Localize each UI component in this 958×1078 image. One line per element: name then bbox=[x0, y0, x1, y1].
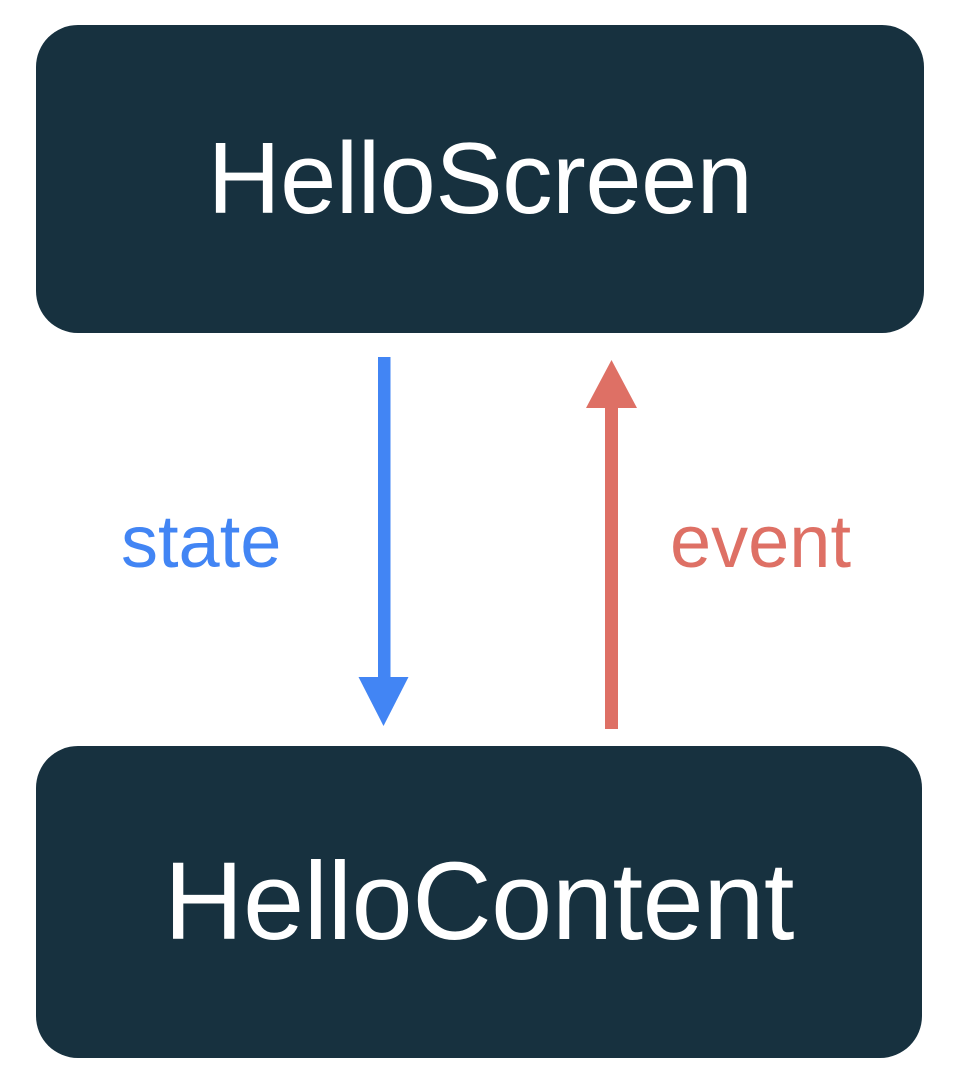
edge-state-arrowhead-icon bbox=[358, 677, 409, 726]
edge-state-shaft bbox=[378, 357, 391, 679]
node-hello-screen[interactable]: HelloScreen bbox=[36, 25, 924, 333]
edge-event-arrow bbox=[586, 360, 637, 729]
edge-label-event: event bbox=[670, 500, 852, 583]
edge-state-arrow bbox=[358, 357, 409, 726]
node-hello-screen-label: HelloScreen bbox=[207, 122, 753, 235]
edge-event-arrowhead-icon bbox=[586, 360, 637, 408]
node-hello-content[interactable]: HelloContent bbox=[36, 746, 922, 1058]
edge-label-state: state bbox=[121, 500, 282, 583]
edge-event-shaft bbox=[605, 407, 618, 729]
node-hello-content-label: HelloContent bbox=[164, 840, 794, 963]
